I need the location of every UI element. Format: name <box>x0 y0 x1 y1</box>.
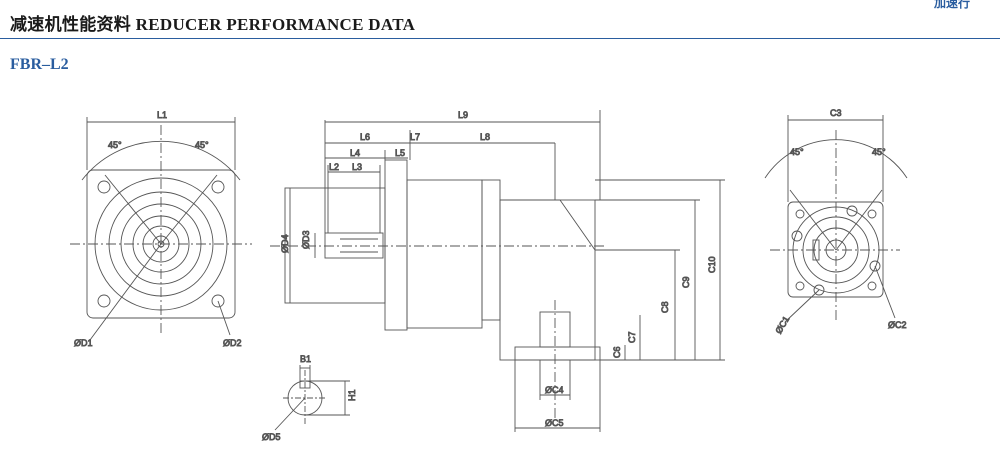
bolt-hole <box>867 281 877 291</box>
bolt-hole <box>813 284 825 296</box>
bolt-hole <box>97 180 111 194</box>
label-angle-right-1: 45° <box>790 147 804 157</box>
label-C10: C10 <box>707 256 717 273</box>
label-C6: C6 <box>612 346 622 358</box>
label-B1: B1 <box>300 354 311 364</box>
bolt-hole <box>791 230 803 242</box>
page-title: 减速机性能资料 REDUCER PERFORMANCE DATA <box>10 15 416 34</box>
label-C3: C3 <box>830 108 842 118</box>
label-C4: ØC4 <box>545 385 564 395</box>
side-elevation-view <box>270 110 725 432</box>
bolt-hole <box>795 209 805 219</box>
bolt-hole <box>869 260 881 272</box>
label-C5: ØC5 <box>545 418 564 428</box>
header-corner-text: 加速行 <box>933 0 970 10</box>
bolt-hole <box>97 294 111 308</box>
label-L5: L5 <box>395 148 405 158</box>
bolt-hole <box>211 294 225 308</box>
bolt-hole <box>211 180 225 194</box>
label-D5: ØD5 <box>262 432 281 442</box>
bolt-hole <box>846 205 858 217</box>
label-C8: C8 <box>660 301 670 313</box>
label-D1: ØD1 <box>74 338 93 348</box>
shaft-section-detail <box>274 365 350 431</box>
adapter-body <box>284 187 386 304</box>
label-angle-left-1: 45° <box>108 140 122 150</box>
label-C9: C9 <box>681 276 691 288</box>
output-shaft <box>324 232 384 259</box>
label-C2: ØC2 <box>888 320 907 330</box>
label-L7: L7 <box>410 132 420 142</box>
output-flange <box>384 159 408 331</box>
header: 减速机性能资料 REDUCER PERFORMANCE DATA 加速行 <box>0 0 1000 39</box>
left-flange-view <box>70 117 252 341</box>
model-name: FBR–L2 <box>10 56 69 73</box>
bolt-hole <box>867 209 877 219</box>
label-H1: H1 <box>347 389 357 401</box>
label-L8: L8 <box>480 132 490 142</box>
input-flange-square <box>787 201 884 298</box>
label-angle-left-2: 45° <box>195 140 209 150</box>
label-angle-right-2: 45° <box>872 147 886 157</box>
right-flange-view <box>764 115 908 323</box>
label-D4: ØD4 <box>280 234 290 253</box>
label-L9: L9 <box>458 110 468 120</box>
label-C1: ØC1 <box>773 314 791 335</box>
label-D3: ØD3 <box>301 230 311 249</box>
label-C7: C7 <box>627 331 637 343</box>
right-angle-housing <box>499 199 596 361</box>
label-L4: L4 <box>350 148 360 158</box>
label-L6: L6 <box>360 132 370 142</box>
label-L2: L2 <box>329 162 339 172</box>
label-L3: L3 <box>352 162 362 172</box>
label-L1: L1 <box>157 110 167 120</box>
bolt-hole <box>795 281 805 291</box>
gear-housing <box>406 179 483 329</box>
label-D2: ØD2 <box>223 338 242 348</box>
